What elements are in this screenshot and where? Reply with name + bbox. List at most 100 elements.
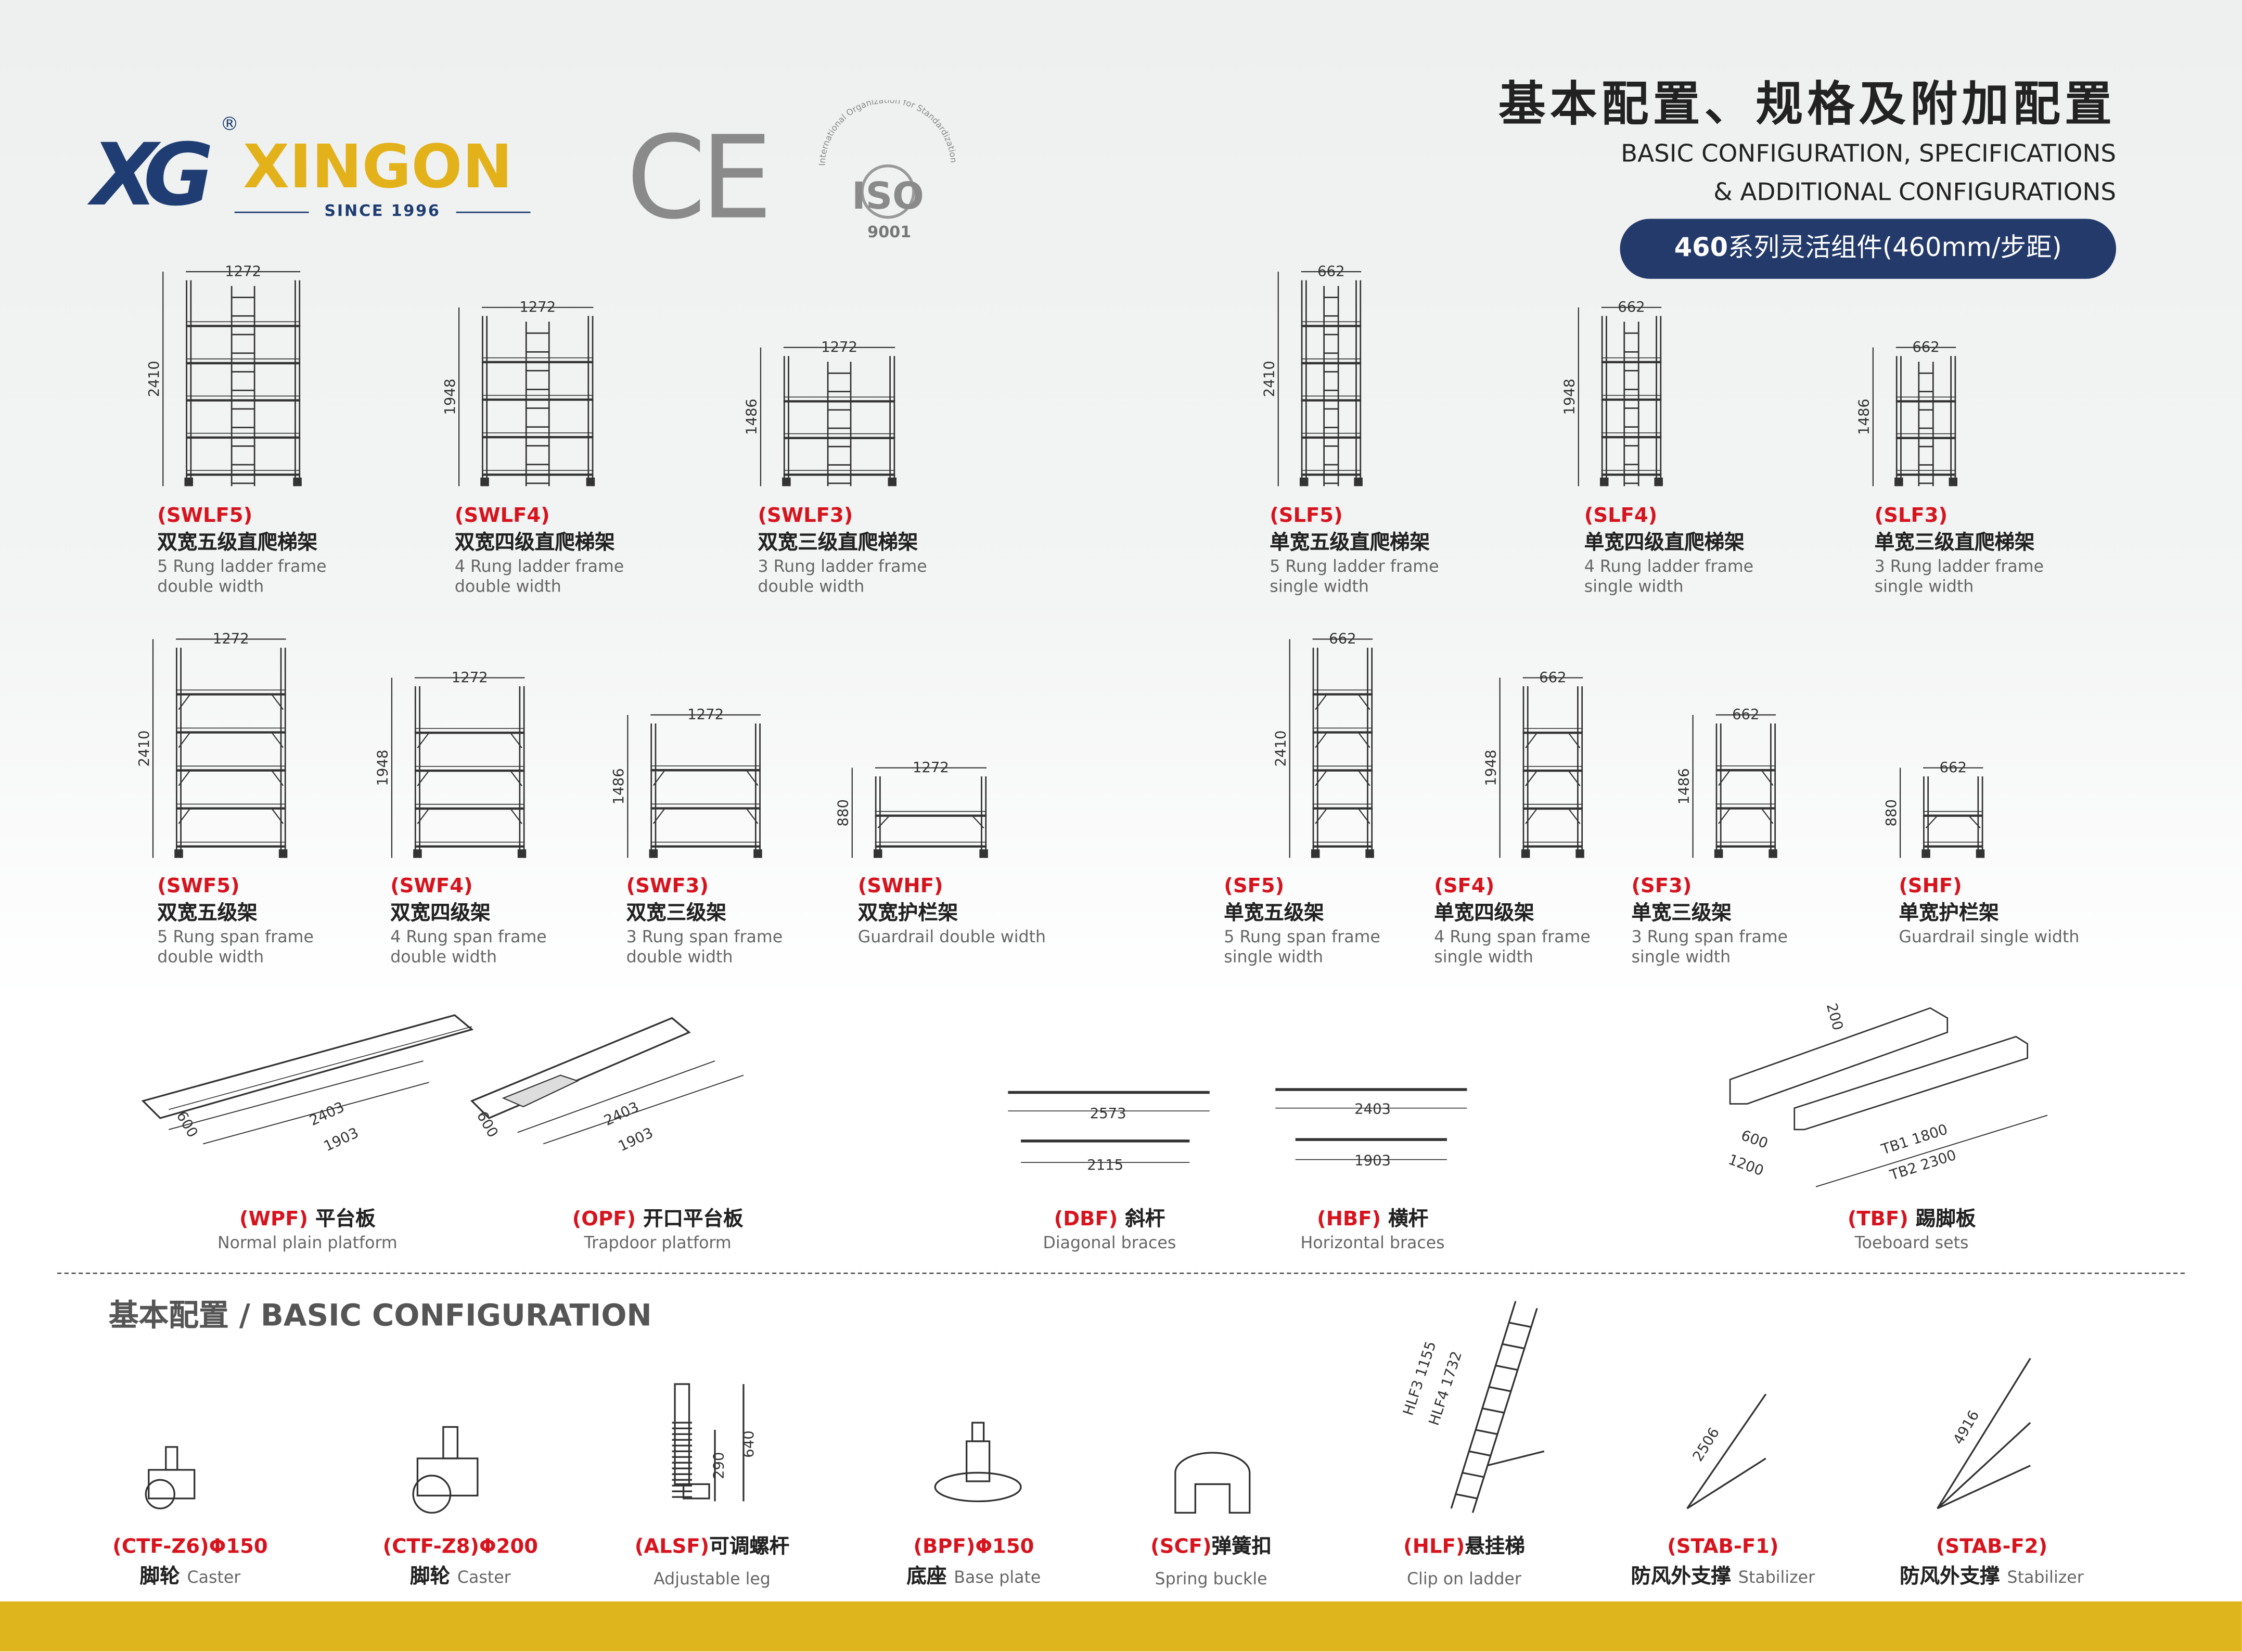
dimension-label: 1948 <box>375 750 391 786</box>
basic-item-code: (SCF) <box>1150 1535 1212 1559</box>
frame-code: (SF3) <box>1631 875 1692 898</box>
frame-code: (SLF4) <box>1584 505 1658 528</box>
dimension-label: 1272 <box>519 299 556 315</box>
line-mark <box>517 1060 715 1133</box>
basic-item-desc: Spring buckle <box>1155 1568 1267 1589</box>
post-foot <box>278 849 288 858</box>
dimension-label: 2410 <box>1261 361 1277 397</box>
frame-desc: 3 Rung span frame <box>1631 926 1788 947</box>
post-foot <box>1976 849 1985 858</box>
dimension-label: 662 <box>1317 263 1344 279</box>
series-badge: 460系列灵活组件(460mm/步距) <box>1620 219 2117 279</box>
dimension-label: 662 <box>1618 299 1645 315</box>
dimension-label: 1272 <box>913 759 949 776</box>
page-title-en: BASIC CONFIGURATION, SPECIFICATIONS & AD… <box>1621 136 2116 213</box>
post-foot <box>874 849 882 858</box>
frame-name-cn: 单宽护栏架 <box>1899 902 1999 925</box>
basic-item-spec: 弹簧扣 <box>1211 1535 1272 1559</box>
line-mark <box>1315 732 1328 748</box>
line-mark <box>178 808 191 824</box>
post-foot <box>1299 477 1309 486</box>
toeboard-shape <box>1793 1035 2029 1131</box>
frame-name-cn: 双宽五级直爬梯架 <box>157 532 318 555</box>
dimension-label: 290 <box>710 1452 727 1479</box>
basic-item-code: (STAB-F1) <box>1667 1535 1779 1559</box>
dimension-label: 662 <box>1940 759 1967 776</box>
basic-item-label: 防风外支撑 Stabilizer <box>1877 1561 2106 1590</box>
basic-item-label: 脚轮 Caster <box>76 1561 305 1590</box>
frame-name-cn: 双宽五级架 <box>157 902 258 925</box>
clip-on-ladder-icon <box>1450 1301 1545 1513</box>
basic-item-label: 脚轮 Caster <box>346 1561 575 1590</box>
frame-desc-width: single width <box>1434 946 1533 967</box>
basic-item-name-cn: 防风外支撑 <box>1900 1566 2000 1589</box>
line-mark <box>1315 770 1328 786</box>
frame-code: (SHF) <box>1899 875 1962 898</box>
line-mark <box>1357 694 1370 710</box>
frame-name-cn: 双宽三级直爬梯架 <box>758 532 918 555</box>
frame-code: (SLF3) <box>1874 505 1948 528</box>
basic-item-title: (ALSF)可调螺杆 <box>598 1531 827 1560</box>
accessory-desc: Normal plain platform <box>217 1232 398 1253</box>
basic-item-name-cn: 脚轮 <box>139 1566 180 1589</box>
line-mark <box>1357 732 1370 748</box>
basic-item-card: (SCF)弹簧扣 Spring buckle <box>1097 1531 1326 1590</box>
accessory-title: (HBF) 横杆 <box>1258 1204 1487 1233</box>
post-foot <box>1894 477 1903 486</box>
line-mark <box>417 808 430 824</box>
basic-item-spec: 可调螺杆 <box>709 1535 790 1559</box>
basic-item-code: (HLF) <box>1403 1535 1465 1559</box>
iso-number: 9001 <box>867 223 912 242</box>
line-mark <box>1525 808 1538 824</box>
adjustable-leg-icon <box>672 1383 745 1502</box>
post-foot <box>1769 849 1777 858</box>
dimension-label: 1272 <box>821 339 857 355</box>
caster-icon <box>412 1426 479 1514</box>
basic-item-label: Spring buckle <box>1097 1563 1326 1590</box>
basic-item-desc: Base plate <box>954 1567 1041 1587</box>
dimension-label: 1903 <box>1354 1152 1391 1169</box>
accessory-title: (OPF) 开口平台板 <box>543 1204 772 1233</box>
frame-desc: Guardrail double width <box>857 926 1046 947</box>
post-foot <box>1949 477 1958 486</box>
basic-item-name-cn: 底座 <box>906 1566 947 1589</box>
post-foot <box>649 849 658 858</box>
accessory-code: (OPF) <box>572 1208 636 1232</box>
basic-item-title: (SCF)弹簧扣 <box>1097 1531 1326 1560</box>
accessory-name-cn: 斜杆 <box>1125 1208 1165 1232</box>
accessory-desc: Trapdoor platform <box>584 1232 732 1253</box>
frame-code: (SLF5) <box>1270 505 1343 528</box>
accessory-desc: Horizontal braces <box>1300 1232 1445 1253</box>
post-foot <box>753 849 762 858</box>
brand-name: XINGON <box>243 131 513 202</box>
basic-item-title: (STAB-F1) <box>1609 1531 1838 1558</box>
accessory-desc: Toeboard sets <box>1854 1232 1969 1253</box>
brand-since: SINCE 1996 <box>234 201 531 220</box>
frame-code: (SWF5) <box>157 875 240 898</box>
line-mark <box>971 815 984 829</box>
brand-mark: XG <box>91 125 214 226</box>
dimension-label: 1272 <box>687 706 724 723</box>
frame-desc-width: double width <box>626 946 733 967</box>
frame-desc-width: double width <box>454 576 561 596</box>
line-mark <box>1315 808 1328 824</box>
line-mark <box>178 694 191 710</box>
line-mark <box>652 770 665 786</box>
frame-code: (SWF4) <box>390 875 473 898</box>
frame-name-cn: 单宽五级直爬梯架 <box>1270 532 1430 555</box>
basic-item-spec: Φ150 <box>209 1535 268 1559</box>
globe-icon <box>861 164 915 219</box>
dimension-label: 1486 <box>1675 768 1692 804</box>
basic-item-code: (CTF-Z8) <box>382 1535 480 1559</box>
